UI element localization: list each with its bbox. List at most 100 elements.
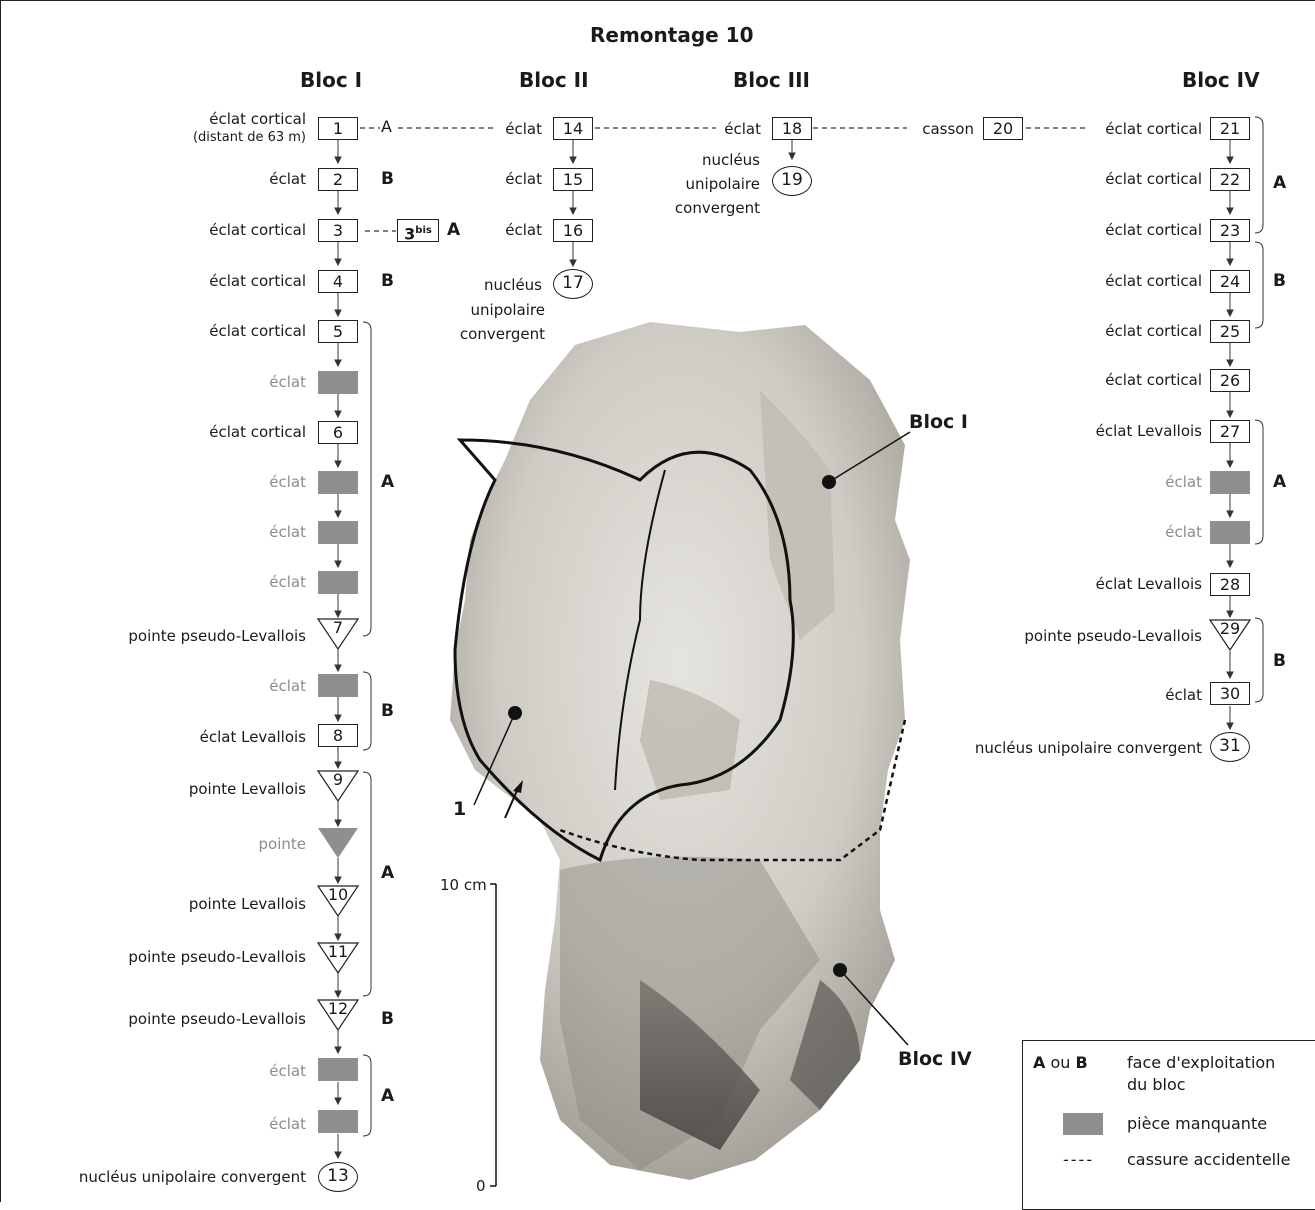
piece-12-label: pointe pseudo-Levallois: [128, 1010, 306, 1028]
piece-14-label: éclat: [505, 120, 542, 138]
piece-31: 31: [1210, 732, 1250, 762]
piece-9: 9: [317, 770, 359, 802]
figure-title: Remontage 10: [590, 23, 754, 47]
piece-3bis: 3bis: [397, 219, 439, 242]
piece-3: 3: [318, 219, 358, 242]
legend-ab: A ou B: [1033, 1053, 1088, 1072]
legend-break: cassure accidentelle: [1127, 1150, 1290, 1169]
piece-2-label: éclat: [269, 170, 306, 188]
piece-26-label: éclat cortical: [1105, 371, 1202, 389]
photo-label-piece-1: 1: [453, 798, 466, 820]
legend-missing-swatch: [1063, 1113, 1103, 1135]
scale-top-label: 10 cm: [440, 876, 487, 894]
missing-piece: [318, 1110, 358, 1133]
piece-15-label: éclat: [505, 170, 542, 188]
piece-22: 22: [1210, 168, 1250, 191]
piece-21-label: éclat cortical: [1105, 120, 1202, 138]
missing-6-label: pointe: [259, 835, 306, 853]
bloc-iv-face-b1: B: [1273, 271, 1286, 291]
piece-3bis-face: A: [447, 220, 460, 240]
piece-2: 2: [318, 168, 358, 191]
piece-25-label: éclat cortical: [1105, 322, 1202, 340]
piece-10-label: pointe Levallois: [189, 895, 306, 913]
piece-1-face: A: [381, 117, 392, 136]
photo-label-bloc-i: Bloc I: [909, 411, 968, 433]
piece-20: 20: [983, 117, 1023, 140]
legend: A ou B face d'exploitation du bloc pièce…: [1022, 1040, 1315, 1210]
bloc-i-face-a3: A: [381, 1086, 394, 1106]
bloc-iv-face-b2: B: [1273, 651, 1286, 671]
missing-4-label: éclat: [269, 573, 306, 591]
bloc-i-face-b2: B: [381, 1009, 394, 1029]
piece-2-face: B: [381, 169, 394, 189]
missing-5-label: éclat: [269, 677, 306, 695]
piece-19-label-1: nucléus: [702, 151, 760, 169]
piece-23: 23: [1210, 219, 1250, 242]
piece-17-label: nucléus: [484, 276, 542, 294]
piece-17-label-2: unipolaire: [471, 301, 545, 319]
piece-8: 8: [318, 724, 358, 747]
piece-23-label: éclat cortical: [1105, 221, 1202, 239]
piece-7-label: pointe pseudo-Levallois: [128, 627, 306, 645]
missing-piece: [318, 471, 358, 494]
piece-1-label: éclat cortical: [209, 110, 306, 128]
piece-28-label: éclat Levallois: [1096, 575, 1202, 593]
missing-piece: [318, 521, 358, 544]
piece-5: 5: [318, 320, 358, 343]
missing-piece: [318, 571, 358, 594]
piece-31-label: nucléus unipolaire convergent: [975, 739, 1202, 757]
piece-21: 21: [1210, 117, 1250, 140]
missing-2-label: éclat: [269, 473, 306, 491]
missing-7-label: éclat: [269, 1062, 306, 1080]
scale-bottom-label: 0: [476, 1177, 486, 1195]
piece-24: 24: [1210, 270, 1250, 293]
piece-29-label: pointe pseudo-Levallois: [1024, 627, 1202, 645]
header-bloc-ii: Bloc II: [519, 68, 589, 92]
piece-28: 28: [1210, 573, 1250, 596]
missing-piece: [318, 371, 358, 394]
piece-15: 15: [553, 168, 593, 191]
piece-13: 13: [318, 1162, 358, 1192]
missing-8-label: éclat: [269, 1115, 306, 1133]
bloc-iv-face-a2: A: [1273, 472, 1286, 492]
missing-1-label: éclat: [269, 373, 306, 391]
piece-9-label: pointe Levallois: [189, 780, 306, 798]
piece-4-label: éclat cortical: [209, 272, 306, 290]
piece-30-label: éclat: [1165, 686, 1202, 704]
piece-20-label: casson: [922, 120, 974, 138]
bloc-i-face-a1: A: [381, 472, 394, 492]
piece-27-label: éclat Levallois: [1096, 422, 1202, 440]
piece-19-label-3: convergent: [675, 199, 760, 217]
piece-25: 25: [1210, 320, 1250, 343]
piece-3-label: éclat cortical: [209, 221, 306, 239]
piece-26: 26: [1210, 369, 1250, 392]
piece-4: 4: [318, 270, 358, 293]
legend-face-line2: du bloc: [1127, 1075, 1186, 1094]
piece-24-label: éclat cortical: [1105, 272, 1202, 290]
piece-6: 6: [318, 421, 358, 444]
piece-16: 16: [553, 219, 593, 242]
piece-18-label: éclat: [724, 120, 761, 138]
legend-missing: pièce manquante: [1127, 1114, 1267, 1133]
missing-piece: [1210, 521, 1250, 544]
piece-11-label: pointe pseudo-Levallois: [128, 948, 306, 966]
piece-4-face: B: [381, 271, 394, 291]
piece-7: 7: [317, 618, 359, 650]
legend-dashes: ----: [1063, 1150, 1094, 1169]
bloc-iv-face-a1: A: [1273, 173, 1286, 193]
piece-29: 29: [1209, 619, 1251, 651]
piece-27: 27: [1210, 420, 1250, 443]
piece-30: 30: [1210, 682, 1250, 705]
piece-1: 1: [318, 117, 358, 140]
header-bloc-iii: Bloc III: [733, 68, 810, 92]
piece-11: 11: [317, 942, 359, 974]
piece-6-label: éclat cortical: [209, 423, 306, 441]
missing-piece: [318, 1058, 358, 1081]
piece-13-label: nucléus unipolaire convergent: [79, 1168, 306, 1186]
piece-10: 10: [317, 885, 359, 917]
bloc-i-face-b1: B: [381, 701, 394, 721]
piece-1-distance: (distant de 63 m): [193, 129, 306, 147]
piece-17-label-3: convergent: [460, 325, 545, 343]
missing-pointe: [317, 827, 359, 859]
piece-5-label: éclat cortical: [209, 322, 306, 340]
